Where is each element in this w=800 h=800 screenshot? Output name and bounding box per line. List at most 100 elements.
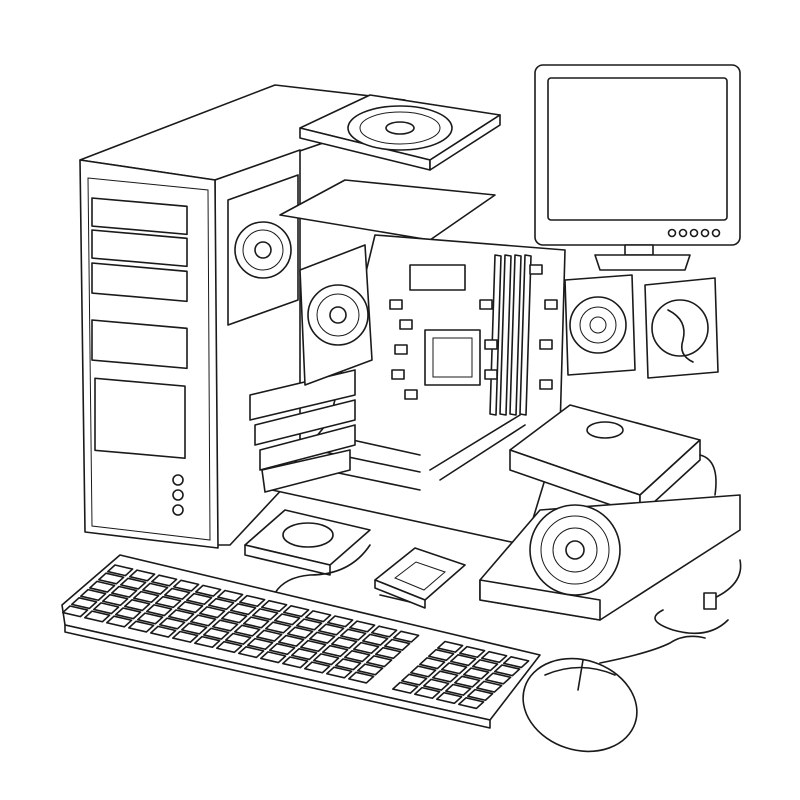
keyboard-key xyxy=(370,625,398,638)
motherboard-chip xyxy=(399,319,413,330)
keyboard-key xyxy=(234,624,261,637)
keyboard-key xyxy=(418,657,446,670)
keyboard-key xyxy=(151,574,178,587)
keyboard-key xyxy=(195,584,222,597)
keyboard-key xyxy=(493,664,521,677)
motherboard-chip xyxy=(529,264,543,275)
keyboard-key xyxy=(277,634,305,647)
keyboard-key xyxy=(480,650,508,664)
keyboard-key xyxy=(106,615,133,628)
cpu-socket xyxy=(424,329,481,386)
keyboard-key xyxy=(471,659,499,672)
keyboard-key xyxy=(290,647,318,661)
keyboard-key xyxy=(252,608,279,621)
keyboard-key xyxy=(181,622,208,635)
optical-drive xyxy=(509,404,717,516)
keyboard-key xyxy=(321,644,349,658)
reset-button-icon xyxy=(172,489,184,501)
keyboard-key xyxy=(164,587,191,600)
keyboard-key xyxy=(264,621,292,634)
drive-bay xyxy=(91,197,188,236)
keyboard-key xyxy=(255,629,283,642)
keyboard-key xyxy=(352,641,380,655)
keyboard-key xyxy=(247,637,274,651)
keyboard-key xyxy=(317,623,345,636)
keyboard-key xyxy=(173,579,200,592)
keyboard-key xyxy=(239,594,266,608)
keyboard-key xyxy=(115,607,142,620)
monitor-button-icon xyxy=(667,228,677,238)
keyboard-key xyxy=(295,618,323,631)
hard-drive-open xyxy=(644,277,719,379)
keyboard-key xyxy=(361,633,389,646)
monitor-button-icon xyxy=(689,228,699,238)
top-fan-panel xyxy=(299,94,501,171)
expansion-cards xyxy=(249,369,356,493)
keyboard-key xyxy=(427,648,455,662)
keyboard-key xyxy=(107,564,134,577)
keyboard-key xyxy=(409,665,437,678)
motherboard-chip xyxy=(539,379,553,390)
keyboard-key xyxy=(142,582,169,595)
drive-bay xyxy=(91,229,188,268)
keyboard-key xyxy=(431,670,459,683)
keyboard-key xyxy=(155,595,182,609)
keyboard-key xyxy=(400,673,428,686)
drive-bay xyxy=(91,262,188,303)
tower-case xyxy=(79,84,406,549)
keyboard-key xyxy=(347,671,375,684)
monitor-button-icon xyxy=(678,228,688,238)
keyboard-key xyxy=(128,620,155,633)
motherboard-chip xyxy=(391,369,405,380)
keyboard-key xyxy=(435,691,463,705)
keyboard-key xyxy=(281,656,309,669)
monitor-button-icon xyxy=(711,228,721,238)
keyboard-key xyxy=(475,680,503,693)
motherboard-chip xyxy=(539,339,553,350)
mouse xyxy=(522,635,706,753)
case-fan-drive xyxy=(244,509,371,594)
motherboard-chip xyxy=(544,299,558,310)
keyboard-key xyxy=(260,599,288,613)
keyboard-key xyxy=(89,580,116,593)
keyboard-key xyxy=(111,585,138,598)
keyboard-key xyxy=(203,627,230,640)
keyboard-key xyxy=(93,602,120,615)
keyboard-key xyxy=(502,655,530,669)
power-button-icon xyxy=(172,474,184,486)
hard-drive xyxy=(564,274,636,376)
keyboard-key xyxy=(457,696,485,710)
keyboard-key xyxy=(120,577,147,590)
ram-slot xyxy=(499,254,512,416)
motherboard-chip xyxy=(484,369,498,380)
usb-port-icon xyxy=(172,504,184,516)
keyboard-key xyxy=(453,675,481,688)
keyboard-key xyxy=(304,610,332,623)
keyboard-key xyxy=(150,625,177,638)
keyboard-key xyxy=(129,569,156,582)
keyboard-key xyxy=(259,651,287,664)
keyboard-key xyxy=(124,598,151,612)
keyboard-key xyxy=(102,593,129,607)
keyboard-key xyxy=(172,630,199,643)
keyboard-key xyxy=(177,600,204,614)
keyboard-key xyxy=(98,572,125,585)
keyboard-key xyxy=(466,688,494,702)
keyboard-key xyxy=(199,606,226,619)
keyboard-key xyxy=(458,645,486,659)
monitor-screen xyxy=(547,77,728,221)
keyboard-key xyxy=(449,653,477,667)
keyboard-key xyxy=(299,639,327,653)
rear-fan-icon xyxy=(227,174,299,326)
keyboard-key xyxy=(61,605,89,618)
keyboard xyxy=(61,554,541,729)
keyboard-key xyxy=(444,683,472,696)
keyboard-key xyxy=(217,589,244,602)
keyboard-key xyxy=(343,649,371,663)
monitor-button-icon xyxy=(700,228,710,238)
keyboard-key xyxy=(225,632,252,645)
power-supply xyxy=(479,494,742,635)
keyboard-key xyxy=(462,667,490,680)
